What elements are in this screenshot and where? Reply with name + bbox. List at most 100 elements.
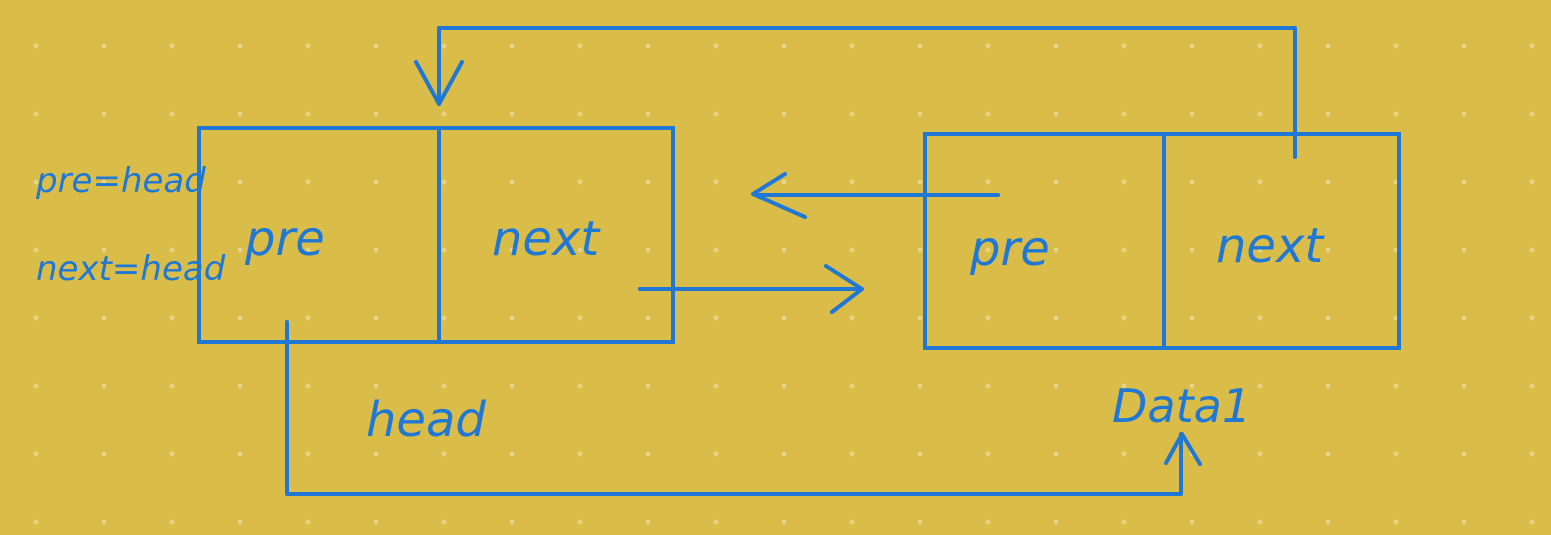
grid-dot — [33, 179, 39, 185]
grid-dot — [849, 315, 855, 321]
grid-dot — [1053, 247, 1059, 253]
grid-dot — [1461, 179, 1467, 185]
grid-dot — [1189, 247, 1195, 253]
grid-dot — [509, 43, 515, 49]
grid-dot — [33, 43, 39, 49]
grid-dot — [237, 43, 243, 49]
grid-dot — [1461, 111, 1467, 117]
grid-dot — [373, 451, 379, 457]
grid-dot — [373, 111, 379, 117]
grid-dot — [1325, 43, 1331, 49]
grid-dot — [1393, 519, 1399, 525]
grid-dot — [33, 383, 39, 389]
grid-dot — [985, 383, 991, 389]
grid-dot — [1053, 43, 1059, 49]
grid-dot — [577, 451, 583, 457]
grid-dot — [237, 247, 243, 253]
grid-dot — [985, 451, 991, 457]
grid-dot — [781, 43, 787, 49]
grid-dot — [1257, 451, 1263, 457]
grid-dot — [1529, 519, 1535, 525]
grid-dot — [713, 315, 719, 321]
grid-dot — [237, 451, 243, 457]
node-head-next-field: next — [492, 211, 601, 267]
grid-dot — [1257, 383, 1263, 389]
grid-dot — [1529, 247, 1535, 253]
node-data1: pre next Data1 — [923, 132, 1401, 433]
grid-dot — [713, 111, 719, 117]
grid-dot — [441, 111, 447, 117]
grid-dot — [373, 43, 379, 49]
grid-dot — [577, 179, 583, 185]
grid-dot — [373, 179, 379, 185]
grid-dot — [1121, 43, 1127, 49]
grid-dot — [441, 315, 447, 321]
grid-dot — [169, 383, 175, 389]
annotation-next-equals-head: next=head — [36, 249, 226, 289]
grid-dot — [849, 383, 855, 389]
grid-dot — [33, 519, 39, 525]
node-head-box — [197, 126, 675, 344]
grid-dot — [101, 179, 107, 185]
grid-dot — [1257, 111, 1263, 117]
grid-dot — [1461, 383, 1467, 389]
grid-dot — [305, 43, 311, 49]
grid-dot — [305, 519, 311, 525]
grid-dot — [169, 519, 175, 525]
dot-grid-background — [33, 43, 1535, 525]
grid-dot — [1189, 315, 1195, 321]
grid-dot — [169, 315, 175, 321]
node-data1-next-field: next — [1216, 218, 1325, 274]
grid-dot — [781, 315, 787, 321]
grid-dot — [849, 247, 855, 253]
grid-dot — [917, 43, 923, 49]
grid-dot — [373, 315, 379, 321]
grid-dot — [1529, 383, 1535, 389]
grid-dot — [1053, 451, 1059, 457]
grid-dot — [169, 179, 175, 185]
grid-dot — [645, 111, 651, 117]
grid-dot — [441, 519, 447, 525]
grid-dot — [1393, 451, 1399, 457]
grid-dot — [1325, 179, 1331, 185]
grid-dot — [1121, 179, 1127, 185]
grid-dot — [645, 519, 651, 525]
grid-dot — [849, 111, 855, 117]
grid-dot — [373, 519, 379, 525]
grid-dot — [305, 179, 311, 185]
grid-dot — [101, 315, 107, 321]
grid-dot — [849, 179, 855, 185]
grid-dot — [713, 519, 719, 525]
grid-dot — [985, 43, 991, 49]
grid-dot — [101, 111, 107, 117]
grid-dot — [237, 519, 243, 525]
grid-dot — [645, 315, 651, 321]
grid-dot — [509, 247, 515, 253]
grid-dot — [1121, 315, 1127, 321]
grid-dot — [645, 451, 651, 457]
grid-dot — [781, 451, 787, 457]
grid-dot — [101, 247, 107, 253]
grid-dot — [1121, 383, 1127, 389]
grid-dot — [1189, 43, 1195, 49]
grid-dot — [1461, 519, 1467, 525]
grid-dot — [849, 519, 855, 525]
node-head: pre next head — [197, 126, 675, 448]
grid-dot — [781, 519, 787, 525]
node-head-caption: head — [366, 392, 486, 448]
grid-dot — [1189, 383, 1195, 389]
grid-dot — [1053, 179, 1059, 185]
grid-dot — [1053, 111, 1059, 117]
grid-dot — [33, 247, 39, 253]
grid-dot — [1257, 179, 1263, 185]
grid-dot — [101, 519, 107, 525]
grid-dot — [645, 43, 651, 49]
grid-dot — [1461, 451, 1467, 457]
grid-dot — [305, 451, 311, 457]
grid-dot — [509, 111, 515, 117]
grid-dot — [509, 451, 515, 457]
grid-dot — [305, 247, 311, 253]
grid-dot — [781, 111, 787, 117]
grid-dot — [917, 247, 923, 253]
